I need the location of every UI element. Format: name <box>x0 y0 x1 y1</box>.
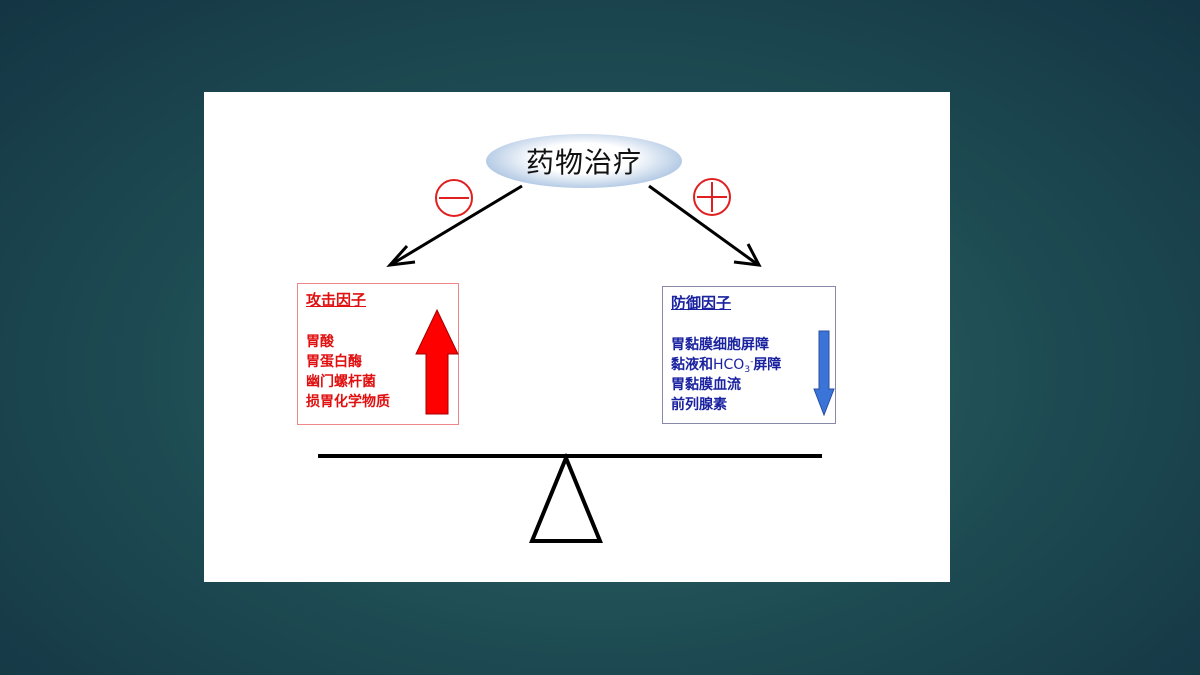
defense-factor-item: 前列腺素 <box>671 397 727 413</box>
defense-factors-list: 胃黏膜细胞屏障 黏液和HCO3-屏障 胃黏膜血流 前列腺素 <box>671 335 781 415</box>
attack-factors-title: 攻击因子 <box>306 291 367 309</box>
circled-plus-icon <box>693 178 731 216</box>
defense-factor-item: 胃黏膜血流 <box>671 377 741 393</box>
attack-factors-box: 攻击因子 胃酸 胃蛋白酶 幽门螺杆菌 损胃化学物质 <box>297 283 459 425</box>
attack-factor-item: 损胃化学物质 <box>306 394 390 410</box>
mucus-prefix: 黏液和 <box>671 357 713 373</box>
balance-fulcrum <box>529 452 603 543</box>
right-arrow <box>648 184 758 266</box>
attack-factors-list: 胃酸 胃蛋白酶 幽门螺杆菌 损胃化学物质 <box>306 332 390 412</box>
left-arrow <box>391 184 523 266</box>
diagram-graphics <box>318 178 822 543</box>
attack-factor-item: 胃酸 <box>306 334 334 350</box>
attack-factor-item: 胃蛋白酶 <box>306 354 362 370</box>
increase-arrow-icon <box>415 308 459 415</box>
mucus-subscript: 3 <box>744 365 751 375</box>
drug-therapy-node: 药物治疗 <box>486 134 682 188</box>
defense-factor-item-mucus: 黏液和HCO3-屏障 <box>671 355 781 375</box>
drug-therapy-label: 药物治疗 <box>525 146 642 179</box>
right-arrowhead <box>733 243 762 267</box>
defense-factor-item: 胃黏膜细胞屏障 <box>671 337 769 353</box>
left-arrowhead <box>386 244 416 267</box>
circled-minus-icon <box>435 179 473 217</box>
mucus-suffix: 屏障 <box>753 357 782 373</box>
mucus-chem: HCO <box>713 357 745 373</box>
decrease-arrow-icon <box>813 330 835 417</box>
mucus-superscript: - <box>750 357 754 367</box>
attack-factor-item: 幽门螺杆菌 <box>306 374 376 390</box>
defense-factors-box: 防御因子 胃黏膜细胞屏障 黏液和HCO3-屏障 胃黏膜血流 前列腺素 <box>662 286 836 424</box>
defense-factors-title: 防御因子 <box>671 294 732 312</box>
slide-canvas: 药物治疗 攻击因子 胃酸 胃蛋白酶 幽门螺杆菌 损胃化学物质 防御因子 胃黏膜细… <box>204 92 950 582</box>
